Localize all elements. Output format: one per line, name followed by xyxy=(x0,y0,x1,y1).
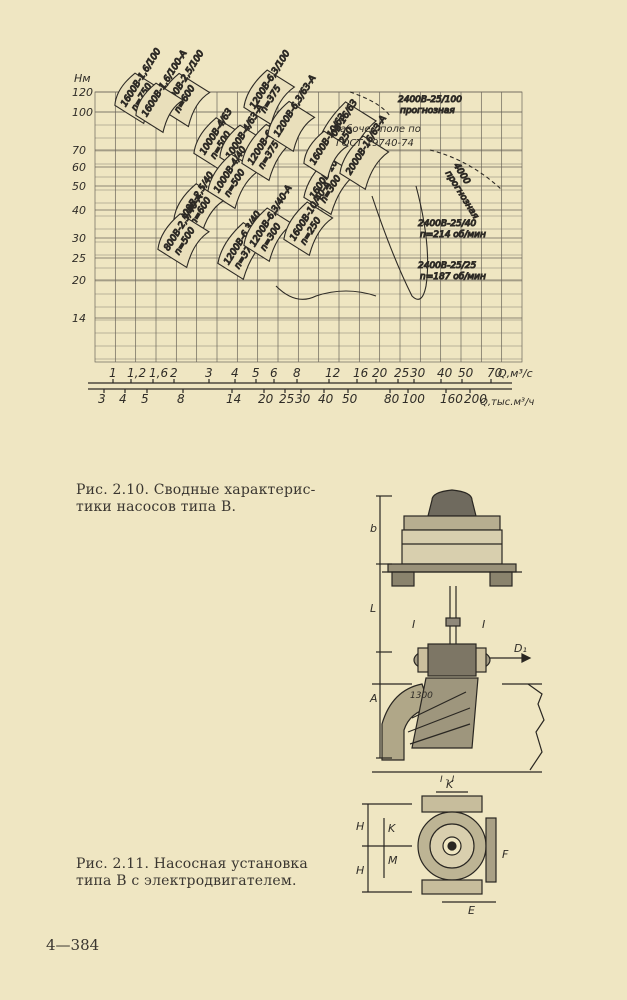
x-axis-unit-bottom: Q,тыс.м³/ч xyxy=(480,397,534,408)
pump-field-outline xyxy=(157,213,210,269)
dim-label-b: b xyxy=(370,522,377,535)
dim-label-F: F xyxy=(502,848,509,861)
x-tick-bottom-label: 14 xyxy=(226,392,241,406)
dim-label-H-upper: H xyxy=(356,820,364,833)
y-tick-label: 20 xyxy=(72,274,86,287)
pump-field-outline xyxy=(243,69,296,126)
pump-field-name: 2400В-25/40 xyxy=(418,219,477,229)
y-tick-label: 70 xyxy=(72,144,86,157)
pump-field: 2400В-25/40n=214 об/мин xyxy=(417,218,486,240)
pump-field: 1000В-4/40n=500 xyxy=(207,144,260,210)
dim-label-H-lower: H xyxy=(356,864,364,877)
x-tick-bottom-label: 30 xyxy=(295,392,311,406)
x-tick-top-label: 4 xyxy=(231,366,239,380)
pump-field-name: 2400В-25/25 xyxy=(418,261,477,271)
y-tick-label: 120 xyxy=(72,86,93,99)
figure-2-10-caption: Рис. 2.10. Сводные характерис- тики насо… xyxy=(76,482,316,516)
x-tick-top-label: 3 xyxy=(205,366,213,380)
figure-2-11-caption: Рис. 2.11. Насосная установка типа В с э… xyxy=(76,856,316,890)
x-tick-bottom-label: 3 xyxy=(98,392,106,406)
dim-label-1300: 1300 xyxy=(410,691,433,701)
forecast-curve xyxy=(429,149,503,191)
x-tick-bottom-label: 160 xyxy=(440,392,463,406)
pump-field-outline xyxy=(283,201,334,257)
pump-field-outline xyxy=(267,100,316,153)
x-tick-top-label: 16 xyxy=(353,366,369,380)
dim-label-A: A xyxy=(369,692,378,705)
x-tick-top-label: 1 xyxy=(109,366,117,380)
y-tick-label: 100 xyxy=(72,106,93,119)
pump-installation-drawing: b L A H H K M F E K I I D₁ 1300 I - I xyxy=(356,489,545,917)
dim-label-M: M xyxy=(388,854,398,867)
x-tick-top-label: 2 xyxy=(170,366,178,380)
working-field-label: Рабочее поле по xyxy=(334,123,421,135)
pump-field-outline xyxy=(135,82,185,134)
x-tick-bottom-label: 5 xyxy=(141,392,149,406)
pump-field-name: 2400В-25/100 xyxy=(398,95,462,105)
y-axis-unit: Нм xyxy=(74,72,91,85)
x-tick-bottom-label: 25 xyxy=(279,392,294,406)
x-tick-bottom-label: 40 xyxy=(318,392,334,406)
x-tick-top-label: 12 xyxy=(325,366,340,380)
pump-field-speed: n=187 об/мин xyxy=(420,272,486,282)
x-tick-bottom-label: 100 xyxy=(402,392,425,406)
x-tick-top-label: 40 xyxy=(437,366,453,380)
working-field-boundary xyxy=(371,185,429,300)
x-tick-top-label: 30 xyxy=(410,366,426,380)
caption-line-1: Рис. 2.10. Сводные характерис- xyxy=(76,482,316,498)
x-tick-top-label: 20 xyxy=(372,366,388,380)
caption-line-2: тики насосов типа В. xyxy=(76,499,237,515)
pump-field-outline xyxy=(339,135,390,191)
caption-line-1: Рис. 2.11. Насосная установка xyxy=(76,856,308,872)
x-tick-bottom-label: 4 xyxy=(119,392,127,406)
section-mark-left: I xyxy=(412,618,415,631)
dim-label-K: K xyxy=(388,822,396,835)
x-tick-top-label: 6 xyxy=(270,366,278,380)
section-mark-right: I xyxy=(482,618,485,631)
pump-field: 2400В-25/25n=187 об/мин xyxy=(417,260,486,282)
y-tick-label: 40 xyxy=(72,204,86,217)
y-tick-label: 30 xyxy=(72,232,86,245)
forecast-curve xyxy=(349,91,391,117)
pump-field-outline xyxy=(303,130,349,180)
x-tick-top-label: 70 xyxy=(487,366,503,380)
x-tick-top-label: 5 xyxy=(252,366,260,380)
page-number: 4—384 xyxy=(46,936,100,954)
y-tick-label: 50 xyxy=(72,180,86,193)
pump-field-speed: прогнозная xyxy=(400,106,455,116)
x-tick-bottom-label: 50 xyxy=(342,392,358,406)
pump-field-speed: n=214 об/мин xyxy=(420,230,486,240)
x-tick-bottom-label: 200 xyxy=(464,392,487,406)
pump-characteristics-chart: 1600В-1,6/100n=7501800В-2,5/100n=6001600… xyxy=(72,46,534,408)
section-label: I - I xyxy=(440,775,455,785)
x-tick-top-label: 8 xyxy=(293,366,301,380)
caption-line-2: типа В с электродвигателем. xyxy=(76,873,297,889)
x-tick-bottom-label: 8 xyxy=(177,392,185,406)
x-tick-bottom-label: 80 xyxy=(384,392,400,406)
x-tick-top-label: 1,6 xyxy=(149,366,168,380)
dim-label-L: L xyxy=(370,602,376,615)
working-field-boundary xyxy=(275,285,377,300)
dim-label-E: E xyxy=(468,904,475,917)
x-tick-top-label: 1,2 xyxy=(127,366,146,380)
x-tick-top-label: 25 xyxy=(394,366,409,380)
x-tick-top-label: 50 xyxy=(458,366,474,380)
working-field-label-2: ГОСТ 19740-74 xyxy=(336,138,414,149)
x-tick-bottom-label: 20 xyxy=(258,392,274,406)
dim-label-K-top: K xyxy=(446,778,454,791)
x-axis-unit-top: Q,м³/с xyxy=(498,367,533,380)
y-tick-label: 25 xyxy=(72,252,86,265)
y-tick-label: 60 xyxy=(72,161,86,174)
dim-label-D1: D₁ xyxy=(514,642,527,655)
y-tick-label: 14 xyxy=(72,312,86,325)
